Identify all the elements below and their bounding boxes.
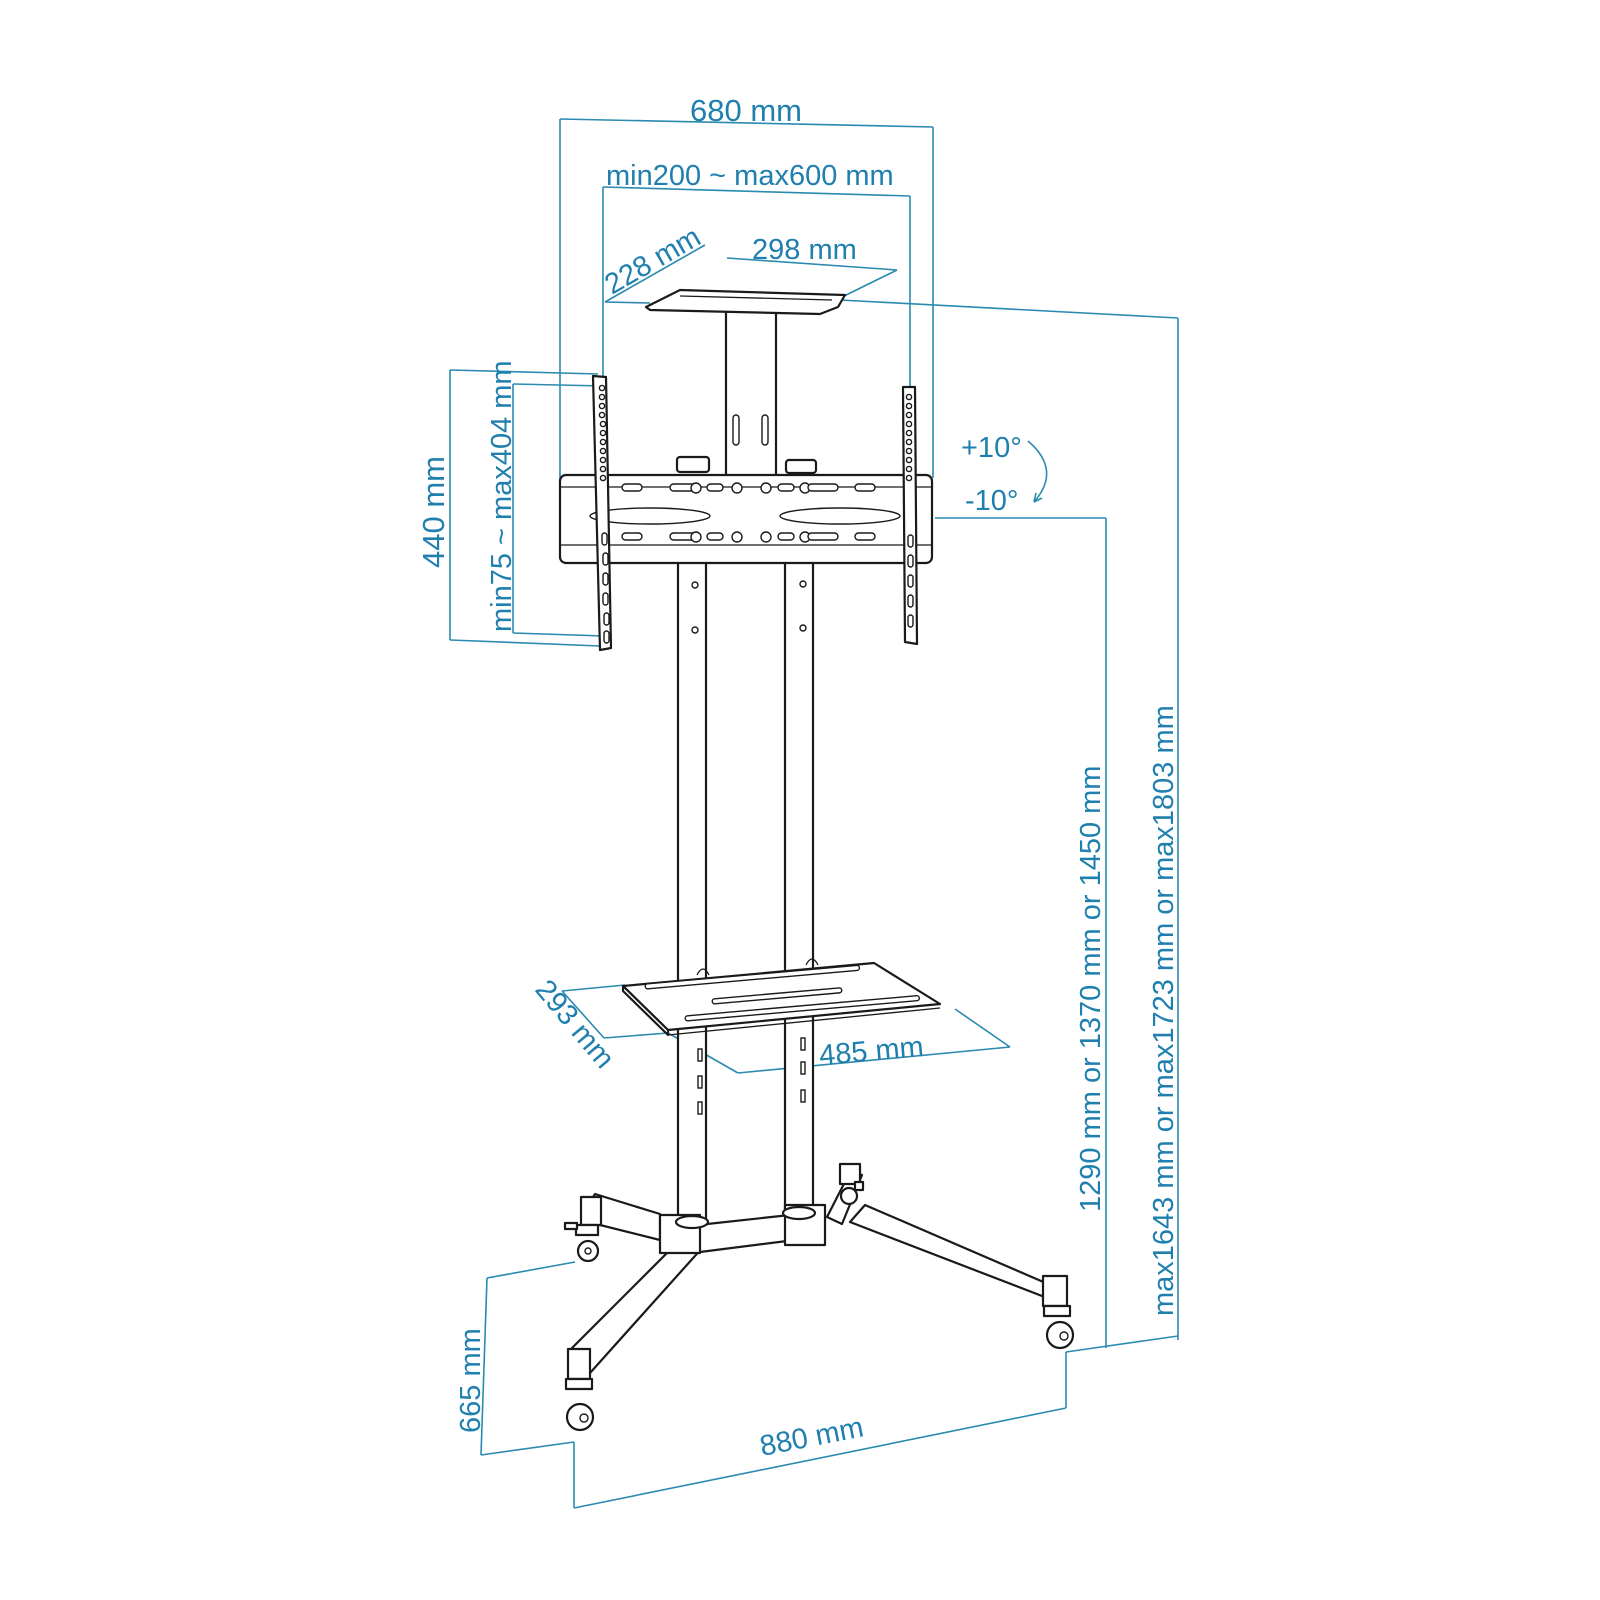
vesa-height-label: min75 ~ max404 mm bbox=[486, 360, 518, 632]
vesa-width-label: min200 ~ max600 mm bbox=[606, 160, 894, 192]
overall-height-label: max1643 mm or max1723 mm or max1803 mm bbox=[1148, 705, 1180, 1316]
tilt-up-label: +10° bbox=[961, 432, 1022, 464]
base-depth-label: 665 mm bbox=[455, 1328, 487, 1433]
tv-mounting-bracket bbox=[558, 473, 934, 565]
caster-wheels bbox=[563, 1180, 1075, 1432]
top-shelf-depth-label: 228 mm bbox=[600, 221, 707, 301]
right-arm-holes bbox=[905, 393, 914, 628]
bracket-height-label: 440 mm bbox=[416, 456, 451, 568]
left-vertical-arm bbox=[591, 374, 613, 652]
base-width-label: 880 mm bbox=[757, 1411, 866, 1462]
caster-back-right bbox=[839, 1180, 865, 1206]
four-leg-base bbox=[566, 1162, 1069, 1381]
right-vertical-arm bbox=[901, 385, 919, 646]
tilt-down-label: -10° bbox=[965, 485, 1019, 517]
middle-shelf-width-label: 485 mm bbox=[818, 1031, 925, 1072]
left-arm-holes bbox=[598, 384, 610, 644]
bracket-slots bbox=[621, 482, 876, 543]
top-camera-shelf bbox=[644, 288, 847, 487]
overall-width-label: 680 mm bbox=[690, 93, 802, 128]
mount-height-label: 1290 mm or 1370 mm or 1450 mm bbox=[1075, 766, 1107, 1212]
caster-front-right bbox=[1042, 1304, 1075, 1350]
caster-back-left bbox=[563, 1221, 600, 1263]
top-shelf-width-label: 298 mm bbox=[752, 234, 857, 266]
middle-av-shelf bbox=[621, 958, 942, 1037]
caster-front-left bbox=[564, 1377, 595, 1432]
twin-column bbox=[676, 558, 815, 1227]
